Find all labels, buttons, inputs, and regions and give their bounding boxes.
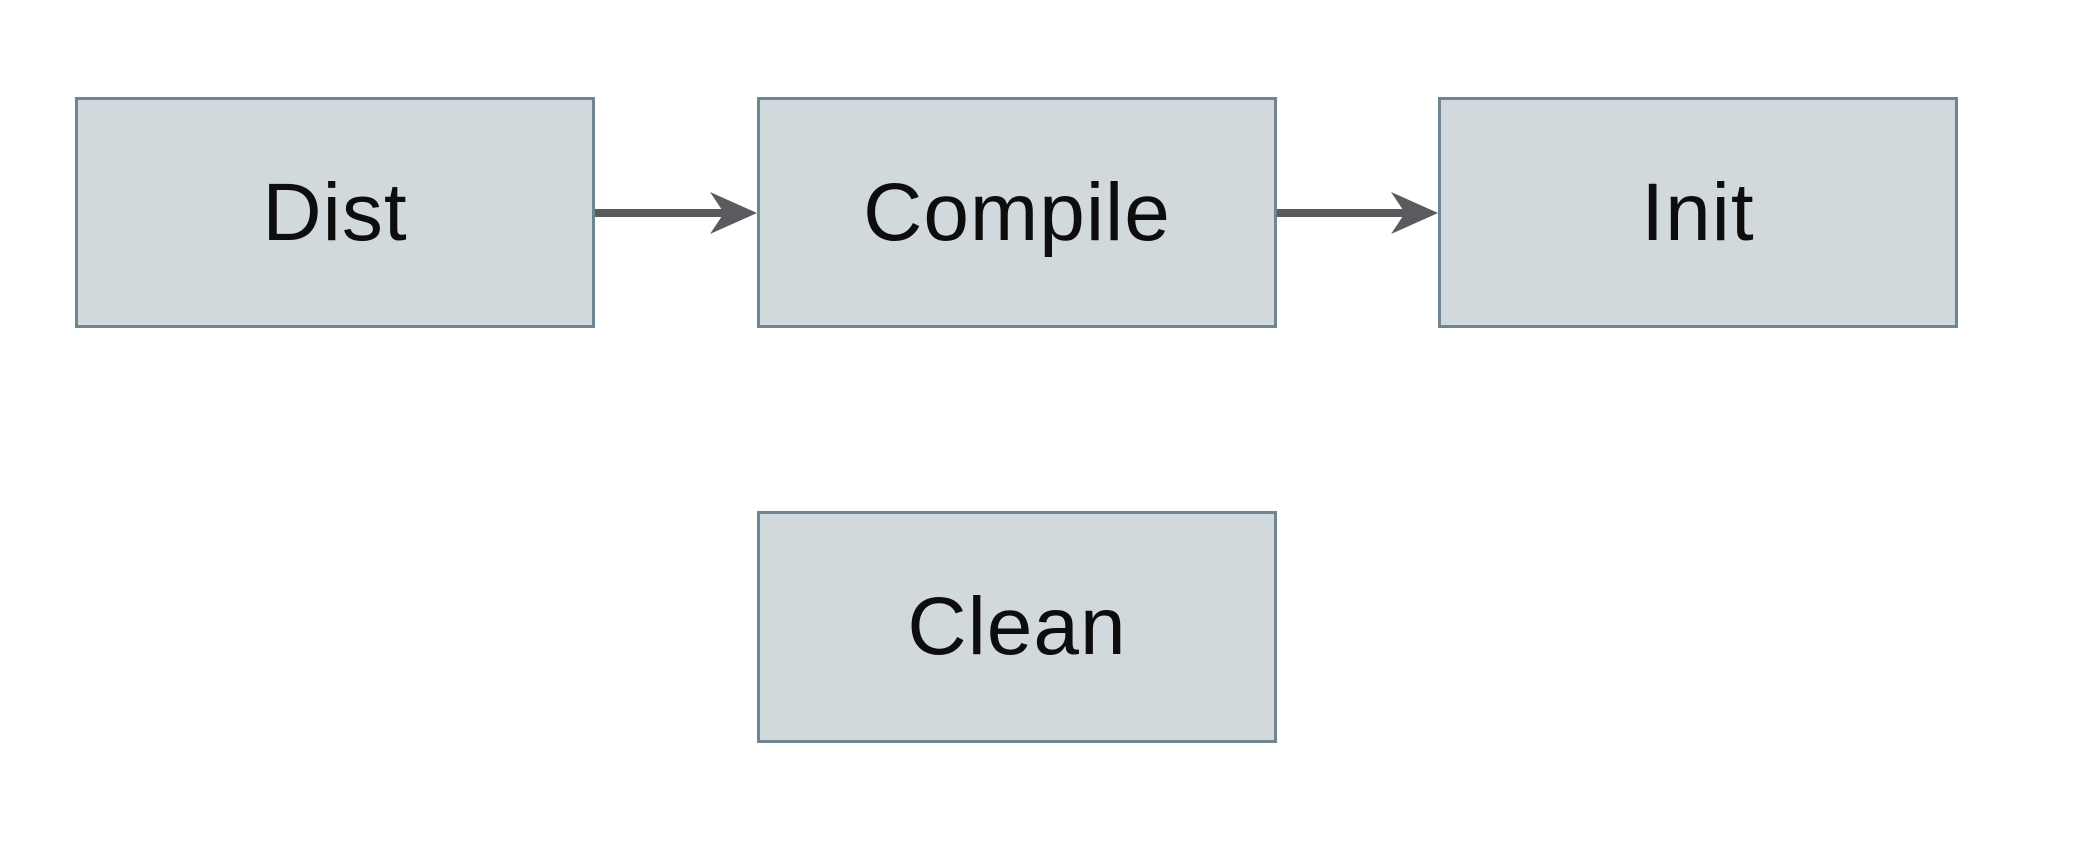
node-clean[interactable]: Clean [757,511,1277,743]
node-clean-label: Clean [907,581,1127,672]
arrow-compile-to-init [1277,192,1438,234]
arrow-dist-to-compile [595,192,757,234]
node-compile[interactable]: Compile [757,97,1277,328]
node-dist[interactable]: Dist [75,97,595,328]
node-init-label: Init [1641,166,1755,258]
node-init[interactable]: Init [1438,97,1958,328]
node-dist-label: Dist [262,166,408,258]
node-compile-label: Compile [863,166,1171,258]
